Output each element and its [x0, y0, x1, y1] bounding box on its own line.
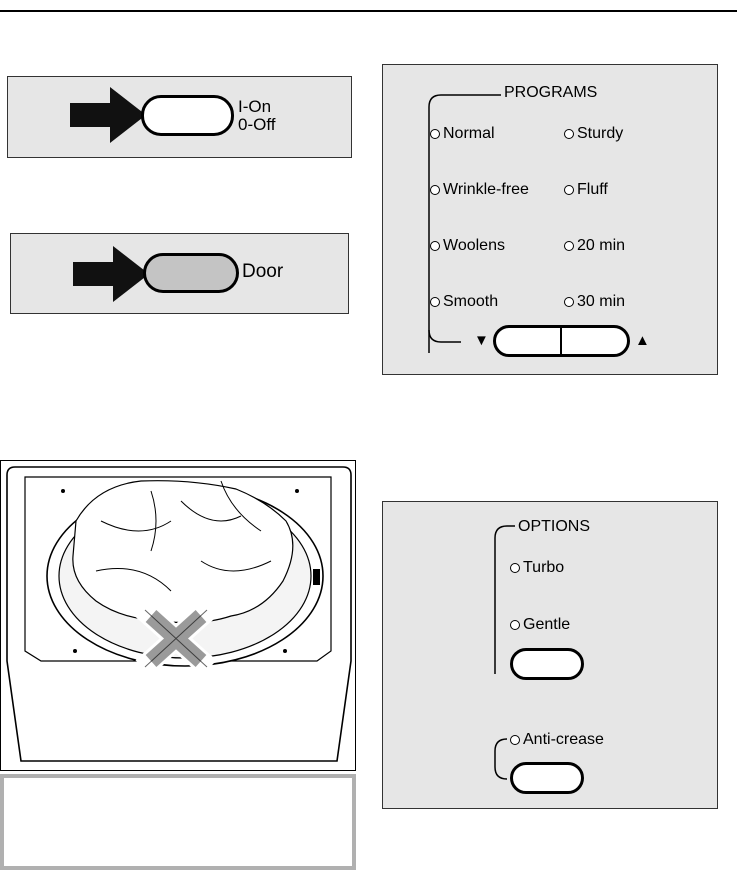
indicator-ring-icon	[510, 735, 520, 745]
door-panel: Door	[10, 233, 349, 314]
power-button[interactable]	[141, 95, 234, 136]
program-30-min[interactable]: 30 min	[564, 294, 625, 310]
door-label: Door	[242, 261, 284, 282]
program-20-min[interactable]: 20 min	[564, 238, 625, 254]
options-button[interactable]	[510, 648, 584, 680]
option-anti-crease[interactable]: Anti-crease	[510, 732, 604, 748]
programs-bracket	[428, 94, 531, 353]
program-woolens[interactable]: Woolens	[430, 238, 505, 254]
x-mark-icon	[135, 600, 217, 677]
indicator-ring-icon	[564, 297, 574, 307]
indicator-ring-icon	[510, 620, 520, 630]
indicator-ring-icon	[564, 241, 574, 251]
programs-panel: PROGRAMS Normal Sturdy Wrinkle-free Fluf…	[382, 64, 718, 375]
indicator-ring-icon	[430, 129, 440, 139]
options-panel: OPTIONS Turbo Gentle Anti-crease	[382, 501, 718, 809]
power-panel: I-On 0-Off	[7, 76, 352, 158]
program-sturdy[interactable]: Sturdy	[564, 126, 623, 142]
option-turbo[interactable]: Turbo	[510, 560, 564, 576]
anti-crease-bracket	[494, 738, 508, 780]
indicator-ring-icon	[430, 241, 440, 251]
arrow-right-icon	[73, 246, 149, 302]
indicator-ring-icon	[430, 185, 440, 195]
options-heading: OPTIONS	[515, 519, 594, 535]
program-selector-button[interactable]	[493, 325, 630, 357]
arrow-right-icon	[70, 87, 146, 143]
anti-crease-button[interactable]	[510, 762, 584, 794]
program-wrinkle-free[interactable]: Wrinkle-free	[430, 182, 529, 198]
header-rule	[0, 10, 737, 12]
selector-divider	[560, 328, 562, 354]
power-label-on: I-On	[238, 97, 272, 116]
indicator-ring-icon	[510, 563, 520, 573]
power-label-off: 0-Off	[238, 115, 276, 134]
dryer-illustration	[0, 460, 356, 771]
programs-bracket-bottom	[428, 329, 461, 343]
program-normal[interactable]: Normal	[430, 126, 495, 142]
dryer-drum-image	[6, 466, 352, 762]
note-box	[0, 774, 356, 870]
program-smooth[interactable]: Smooth	[430, 294, 498, 310]
programs-heading: PROGRAMS	[501, 85, 601, 101]
indicator-ring-icon	[564, 129, 574, 139]
program-fluff[interactable]: Fluff	[564, 182, 608, 198]
indicator-ring-icon	[430, 297, 440, 307]
options-bracket	[494, 525, 517, 674]
indicator-ring-icon	[564, 185, 574, 195]
door-button[interactable]	[143, 253, 239, 293]
option-gentle[interactable]: Gentle	[510, 617, 570, 633]
up-arrow-icon: ▲	[635, 332, 650, 349]
down-arrow-icon: ▼	[474, 332, 489, 349]
